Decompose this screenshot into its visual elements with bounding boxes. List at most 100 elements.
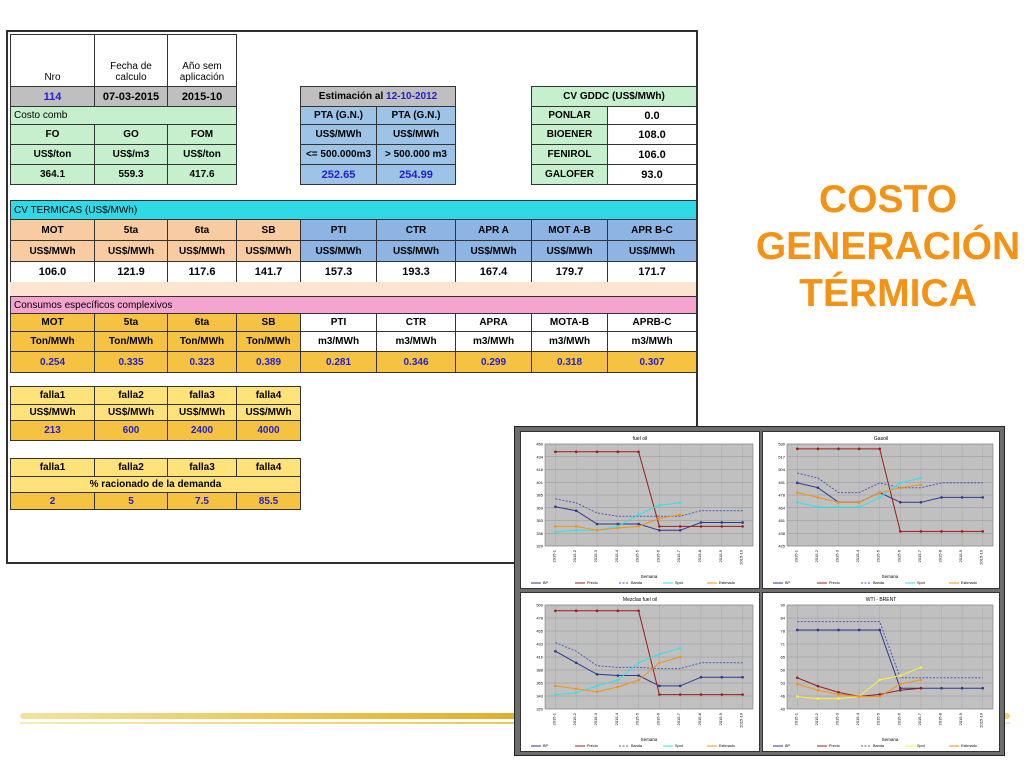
- spacer-band: [10, 282, 696, 296]
- data-point: [919, 666, 923, 669]
- data-point: [796, 481, 799, 485]
- title-line-2: GENERACIÓN: [755, 225, 1021, 268]
- falla1-header-1: falla2: [94, 386, 168, 405]
- slide-title: COSTO GENERACIÓN TÉRMICA: [752, 176, 1024, 317]
- x-tick-label: 2015-9: [958, 549, 963, 562]
- data-point: [878, 678, 881, 682]
- legend-label: BP: [543, 581, 549, 585]
- y-tick-label: 425: [778, 544, 785, 549]
- legend-label: Spot: [675, 581, 684, 585]
- data-point: [796, 682, 799, 686]
- cvt-value-6: 167.4: [455, 261, 532, 283]
- consumo-unit-8: m3/MWh: [607, 331, 697, 352]
- data-point: [899, 486, 902, 490]
- x-tick-label: 2015-9: [958, 712, 963, 725]
- x-tick-label: 2015-4: [855, 549, 860, 562]
- data-point: [616, 678, 620, 682]
- cvt-value-2: 117.6: [167, 261, 237, 283]
- data-point: [574, 609, 578, 613]
- y-tick-label: 90: [781, 603, 786, 608]
- pta-value-2: 254.99: [376, 164, 456, 185]
- data-point: [678, 513, 682, 516]
- x-tick-label: 2015-3: [835, 549, 840, 562]
- falla1-value-1: 600: [94, 420, 168, 441]
- falla1-unit-2: US$/MWh: [167, 404, 237, 421]
- y-tick-label: 455: [536, 629, 543, 634]
- cvt-unit-8: US$/MWh: [607, 240, 697, 262]
- falla1-value-2: 2400: [167, 420, 237, 441]
- y-tick-label: 478: [778, 493, 785, 498]
- consumo-header-8: APRB-C: [607, 313, 697, 332]
- pta-value-1: 252.65: [300, 164, 377, 185]
- nro-value: 114: [10, 86, 95, 107]
- legend-label: Banda: [631, 581, 643, 585]
- x-tick-label: 2015-3: [593, 549, 598, 562]
- data-point: [658, 684, 661, 688]
- x-tick-label: 2015-8: [697, 712, 702, 725]
- data-point: [919, 476, 923, 480]
- x-tick-label: 2015-7: [676, 712, 681, 725]
- data-point: [919, 686, 923, 690]
- falla2-header-2: falla3: [167, 458, 237, 477]
- data-point: [678, 529, 682, 532]
- data-point: [637, 450, 640, 454]
- series-line-0: [797, 482, 983, 503]
- data-point: [658, 693, 661, 696]
- data-point: [919, 483, 923, 487]
- consumo-header-2: 6ta: [167, 313, 237, 332]
- x-tick-label: 2015-9: [718, 549, 723, 562]
- x-tick-label: 2015-5: [635, 712, 640, 725]
- data-point: [837, 628, 840, 632]
- y-tick-label: 78: [781, 629, 786, 634]
- x-tick-label: 2015-5: [876, 549, 881, 562]
- data-point: [919, 678, 923, 682]
- consumo-value-7: 0.318: [531, 351, 608, 373]
- data-point: [878, 693, 881, 696]
- legend-label: Banda: [873, 581, 885, 585]
- falla1-header-2: falla3: [167, 386, 237, 405]
- gddc-name-fenirol: FENIROL: [531, 144, 608, 165]
- data-point: [678, 693, 682, 696]
- x-tick-label: 2015-10: [979, 712, 984, 727]
- data-point: [899, 686, 902, 690]
- estimacion-date: 12-10-2012: [386, 91, 438, 102]
- falla2-value-1: 5: [94, 492, 168, 510]
- cvt-unit-3: US$/MWh: [236, 240, 301, 262]
- y-tick-label: 434: [536, 454, 543, 459]
- consumo-header-6: APRA: [455, 313, 532, 332]
- x-tick-label: 2015-10: [979, 549, 984, 564]
- series-line-0: [797, 629, 983, 689]
- consumo-unit-1: Ton/MWh: [94, 331, 168, 352]
- falla1-unit-3: US$/MWh: [236, 404, 301, 421]
- costo-comb-label: Costo comb: [10, 106, 237, 125]
- cvt-unit-6: US$/MWh: [455, 240, 532, 262]
- data-point: [857, 500, 861, 504]
- x-tick-label: 2015-3: [835, 712, 840, 725]
- consumo-header-0: MOT: [10, 313, 95, 332]
- data-point: [699, 675, 703, 679]
- x-tick-label: 2015-5: [635, 549, 640, 562]
- data-point: [574, 661, 578, 665]
- costo-unit-fo: US$/ton: [10, 144, 95, 165]
- data-point: [741, 693, 744, 696]
- legend-label: BP: [785, 581, 791, 585]
- consumo-header-4: PTI: [300, 313, 377, 332]
- consumo-unit-2: Ton/MWh: [167, 331, 237, 352]
- data-point: [878, 628, 881, 632]
- series-line-2: [797, 621, 983, 679]
- x-tick-label: 2015-10: [739, 712, 744, 727]
- pta-range-2: > 500.000 m3: [376, 144, 456, 165]
- data-point: [837, 697, 840, 700]
- data-point: [554, 649, 557, 653]
- data-point: [741, 675, 744, 679]
- data-point: [658, 525, 661, 528]
- data-point: [554, 693, 557, 696]
- title-line-1: COSTO: [819, 178, 957, 221]
- data-point: [678, 525, 682, 528]
- costo-value-go: 559.3: [94, 164, 168, 185]
- pta-header-1: PTA (G.N.): [300, 106, 377, 125]
- cvt-value-4: 157.3: [300, 261, 377, 283]
- consumo-header-5: CTR: [376, 313, 456, 332]
- legend-label: Estimado: [719, 581, 735, 585]
